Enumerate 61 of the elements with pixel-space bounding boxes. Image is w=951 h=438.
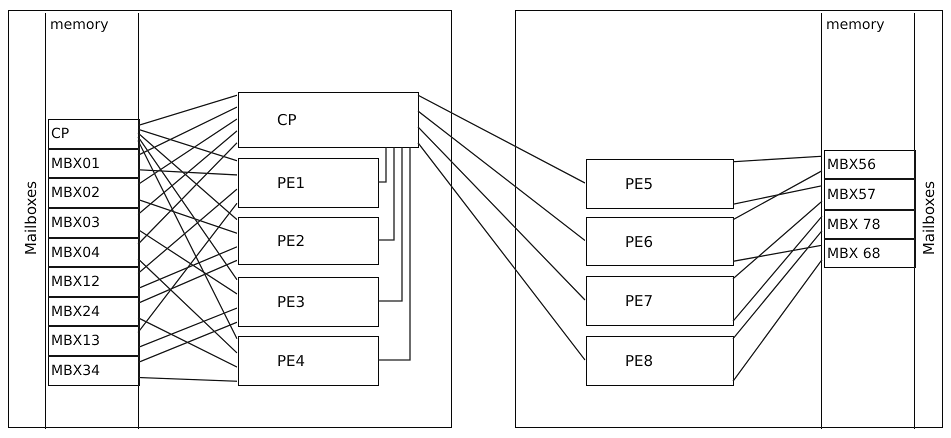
processor-box: CP (238, 92, 419, 148)
mailbox-slot: MBX03 (48, 208, 140, 238)
connector-line (418, 126, 586, 300)
processor-box: PE2 (238, 217, 379, 265)
connector-line (138, 142, 238, 245)
connector-line (138, 260, 238, 304)
processor-box: PE4 (238, 336, 379, 386)
connector-line (418, 110, 586, 242)
connector-line (138, 188, 238, 274)
column-side-title: Mailboxes (22, 181, 40, 256)
connector-line (138, 246, 238, 290)
connector-line (138, 198, 238, 234)
column-side-title: Mailboxes (920, 181, 938, 256)
processor-box: PE3 (238, 277, 379, 327)
connector-line (732, 200, 822, 280)
mailbox-slot: MBX24 (48, 297, 140, 326)
connector-line (732, 170, 822, 220)
mailbox-slot: MBX04 (48, 238, 140, 267)
connector-line (418, 94, 586, 184)
connector-line (137, 202, 238, 333)
panel-frame (8, 10, 452, 428)
connector-line (138, 228, 238, 294)
mailbox-slot: MBX12 (48, 267, 140, 297)
processor-box: PE6 (586, 217, 734, 266)
connector-line (732, 230, 822, 340)
connector-line (137, 136, 238, 280)
connector-line (137, 140, 238, 340)
connector-line (378, 147, 411, 361)
connector-line (138, 94, 238, 126)
mailbox-slot: MBX56 (824, 150, 916, 179)
processor-box: PE8 (586, 336, 734, 386)
connector-line (138, 169, 238, 176)
connector-line (138, 376, 238, 382)
processor-box: PE7 (586, 276, 734, 326)
connector-line (138, 106, 238, 156)
processor-box: PE5 (586, 159, 734, 209)
mailbox-slot: MBX 68 (824, 239, 916, 268)
connector-line (732, 185, 822, 205)
column-heading: memory (826, 17, 884, 33)
mailbox-slot: MBX13 (48, 326, 140, 356)
connector-line (378, 147, 395, 241)
connector-line (378, 147, 403, 302)
panel-frame (515, 10, 943, 428)
mailbox-slot: CP (48, 119, 140, 149)
connector-line (732, 259, 823, 382)
connector-line (138, 307, 238, 348)
column-heading: memory (50, 17, 108, 33)
mailbox-slot: MBX57 (824, 179, 916, 210)
connector-line (732, 216, 822, 322)
connector-line (417, 142, 586, 360)
mailbox-slot: MBX 78 (824, 210, 916, 239)
mailbox-slot: MBX02 (48, 178, 140, 208)
connector-line (138, 128, 238, 162)
connector-line (732, 156, 822, 162)
mailbox-slot: MBX34 (48, 356, 140, 386)
connector-line (732, 244, 822, 262)
processor-box: PE1 (238, 158, 379, 208)
connector-line (138, 118, 238, 186)
connector-line (138, 258, 238, 354)
mailbox-slot: MBX01 (48, 149, 140, 178)
connector-line (378, 147, 387, 183)
